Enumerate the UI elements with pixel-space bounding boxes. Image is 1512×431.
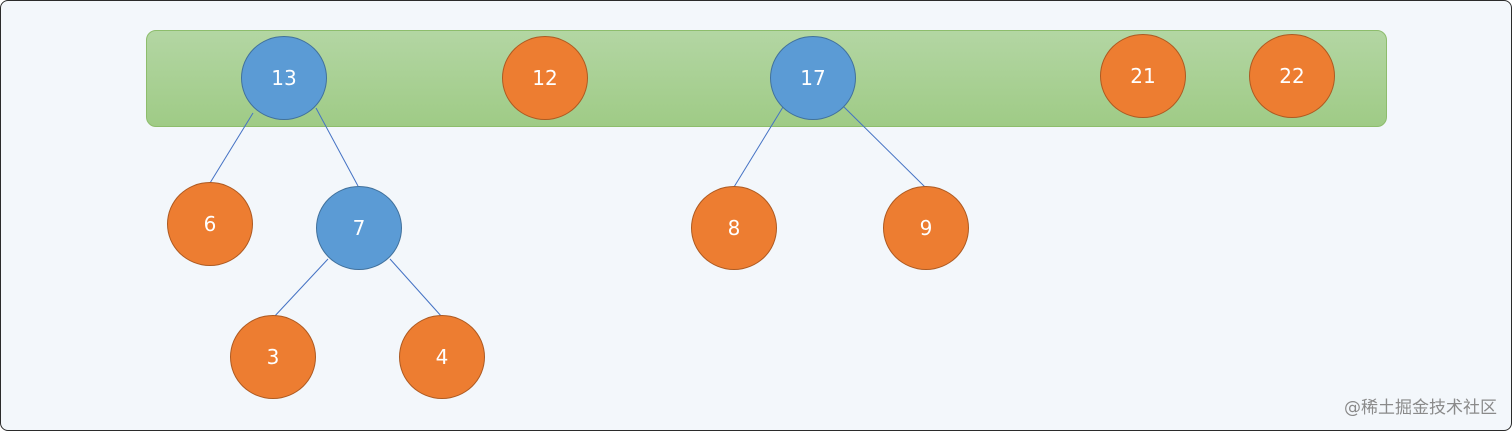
node-17: 17 bbox=[770, 36, 856, 120]
node-12: 12 bbox=[502, 36, 588, 120]
edge-13-6 bbox=[209, 112, 254, 184]
edge-7-4 bbox=[389, 258, 443, 318]
node-21: 21 bbox=[1100, 34, 1186, 118]
node-label: 13 bbox=[271, 66, 297, 90]
edge-13-7 bbox=[315, 107, 359, 187]
node-label: 3 bbox=[266, 345, 280, 369]
node-label: 12 bbox=[532, 66, 558, 90]
node-label: 9 bbox=[919, 216, 933, 240]
edge-17-8 bbox=[733, 106, 784, 188]
edge-7-3 bbox=[272, 258, 329, 319]
watermark: @稀土掘金技术社区 bbox=[1344, 398, 1497, 418]
node-label: 22 bbox=[1279, 64, 1305, 88]
node-13: 13 bbox=[241, 36, 327, 120]
node-label: 6 bbox=[203, 212, 217, 236]
node-7: 7 bbox=[316, 186, 402, 270]
node-8: 8 bbox=[691, 186, 777, 270]
node-label: 8 bbox=[727, 216, 741, 240]
node-22: 22 bbox=[1249, 34, 1335, 118]
node-label: 21 bbox=[1130, 64, 1156, 88]
node-9: 9 bbox=[883, 186, 969, 270]
node-6: 6 bbox=[167, 182, 253, 266]
node-label: 17 bbox=[800, 66, 826, 90]
edge-17-9 bbox=[843, 106, 926, 188]
node-label: 7 bbox=[352, 216, 366, 240]
node-3: 3 bbox=[230, 315, 316, 399]
node-4: 4 bbox=[399, 315, 485, 399]
node-label: 4 bbox=[435, 345, 449, 369]
